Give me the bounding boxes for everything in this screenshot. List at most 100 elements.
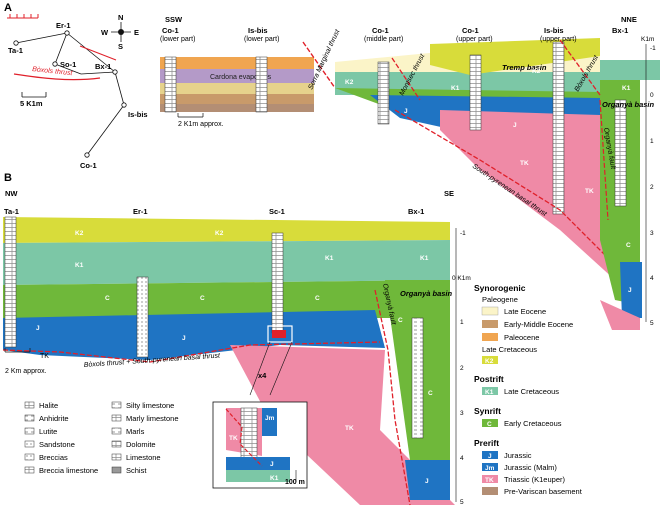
legend-postrift: Postrift	[474, 374, 504, 384]
inset-detail: Jm TK J K1 100 m	[212, 401, 308, 489]
section-a-well-bx1: Bx-1	[612, 26, 628, 35]
section-b-unit-k2: K2	[75, 230, 84, 237]
section-a-left-end: SSW	[165, 15, 183, 24]
well-column-er1	[136, 276, 149, 358]
section-b-unit-c: C	[398, 317, 403, 324]
well-column-isbis-lower	[255, 56, 268, 113]
section-b-well-ta1: Ta-1	[4, 207, 19, 216]
section-b-well-er1: Er-1	[133, 207, 148, 216]
organya-fault-line-b	[374, 289, 411, 506]
section-a-well-isbis-upper: Is-bis	[544, 26, 564, 35]
well-column-bx1-b	[411, 317, 424, 439]
section-a-depth-unit: K1m	[641, 36, 654, 43]
section-a-tick: 3	[650, 230, 654, 237]
legend-j-label: Jurassic	[504, 451, 532, 460]
lithology-label: Silty limestone	[126, 401, 174, 410]
panel-b-label: B	[4, 172, 12, 184]
well-column-co1-upper	[469, 54, 482, 131]
map-well-ta1: Ta-1	[8, 46, 23, 55]
section-a-well-co1-lower: Co-1	[162, 26, 179, 35]
lutite-pattern-icon	[24, 427, 35, 435]
section-a: SSW NNE Cardona evaporites Co-1 (lower p…	[160, 15, 660, 327]
legend-paleogene: Paleogene	[482, 295, 518, 304]
section-a-well-isbis-upper-sub: (upper part)	[540, 36, 577, 43]
legend-k1: K1	[485, 389, 494, 396]
legend-late-cretaceous: Late Cretaceous	[482, 345, 537, 354]
section-b-unit-tk: TK	[345, 425, 354, 432]
map-well-so1: So-1	[60, 60, 76, 69]
limestone-pattern-icon	[111, 453, 122, 461]
cardona-evaporites-label: Cardona evaporites	[210, 74, 272, 81]
lithology-label: Limestone	[126, 453, 161, 462]
well-column-co1-middle	[377, 61, 390, 125]
inset-unit-k1: K1	[270, 475, 279, 482]
lithology-label: Halite	[39, 401, 58, 410]
legend-synorogenic: Synorogenic	[474, 283, 526, 293]
stratigraphic-legend: Synorogenic Paleogene Late Eocene Early-…	[474, 283, 583, 496]
anhidrite-pattern-icon	[24, 414, 35, 422]
well-marker-isbis-icon	[121, 102, 127, 108]
legend-paleocene: Paleocene	[504, 333, 539, 342]
halite-pattern-icon	[24, 401, 35, 409]
lithology-label: Dolomite	[126, 440, 156, 449]
legend-j: J	[488, 453, 492, 460]
section-a-scale: 2 K1m approx.	[178, 121, 224, 128]
lithology-label: Marls	[126, 427, 145, 436]
svg-text:W: W	[101, 28, 109, 37]
section-b-unit-k1: K1	[325, 255, 334, 262]
well-column-bx1	[614, 99, 627, 207]
legend-tk-label: Triassic (K1euper)	[504, 475, 565, 484]
dolomite-pattern-icon	[111, 440, 122, 448]
section-b-unit-j: J	[425, 478, 429, 485]
section-b-tick: 2	[460, 365, 464, 372]
section-b-unit-k1: K1	[420, 255, 429, 262]
section-a-well-co1-upper-sub: (upper part)	[456, 36, 493, 43]
section-a-well-co1-middle: Co-1	[372, 26, 389, 35]
montsec-thrust-line	[391, 57, 421, 101]
section-b-unit-c: C	[200, 295, 205, 302]
inset-unit-j: J	[270, 461, 274, 468]
well-marker-bx1-icon	[112, 69, 118, 75]
south-pyrenean-basal-thrust-a	[394, 109, 621, 271]
well-column-ta1	[4, 216, 17, 348]
section-a-well-co1-middle-sub: (middle part)	[364, 36, 403, 43]
zoom-box	[267, 325, 293, 343]
legend-prerift: Prerift	[474, 438, 499, 448]
section-a-well-isbis-lower-sub: (lower part)	[244, 36, 279, 43]
map-well-isbis: Is-bis	[128, 110, 148, 119]
inset-unit-tk: TK	[229, 435, 238, 442]
map-well-bx1: Bx-1	[95, 62, 111, 71]
inset-scale: 100 m	[285, 479, 305, 486]
svg-text:E: E	[134, 28, 139, 37]
section-b-tick: 0 K1m	[452, 275, 471, 282]
tremp-basin-label: Tremp basin	[502, 63, 547, 72]
legend-synrift: Synrift	[474, 406, 501, 416]
section-b-unit-k1: K1	[75, 262, 84, 269]
section-a-right-end: NNE	[621, 15, 637, 24]
well-column-sc1	[271, 232, 284, 334]
sandstone-pattern-icon	[24, 440, 35, 448]
section-b-well-sc1: Sc-1	[269, 207, 285, 216]
section-b-unit-k2: K2	[215, 230, 224, 237]
section-b-tick: 3	[460, 410, 464, 417]
cardona-evaporites-layer	[160, 69, 314, 83]
section-a-unit-k2-left: K2	[345, 79, 354, 86]
section-b-organya-basin-label: Organyà basin	[400, 289, 453, 298]
section-a-unit-j-lower: J	[628, 287, 632, 294]
lithology-label: Marly limestone	[126, 414, 179, 423]
legend-jm-label: Jurassic (Malm)	[504, 463, 557, 472]
section-a-tick: 0	[650, 92, 654, 99]
lithology-label: Breccia limestone	[39, 466, 98, 475]
section-a-well-isbis-lower: Is-bis	[248, 26, 268, 35]
legend-tk: TK	[485, 477, 494, 484]
section-a-unit-k1-right: K1	[622, 85, 631, 92]
breccia-limestone-pattern-icon	[24, 466, 35, 474]
map-scale: 5 K1m	[20, 99, 43, 108]
boxols-thrust-line-a	[559, 39, 601, 96]
legend-early-middle-eocene: Early-Middle Eocene	[504, 320, 573, 329]
legend-c-label: Early Cretaceous	[504, 419, 562, 428]
section-a-well-co1-upper: Co-1	[462, 26, 479, 35]
legend-k1-label: Late Cretaceous	[504, 387, 559, 396]
section-b-left-end: NW	[5, 189, 18, 198]
